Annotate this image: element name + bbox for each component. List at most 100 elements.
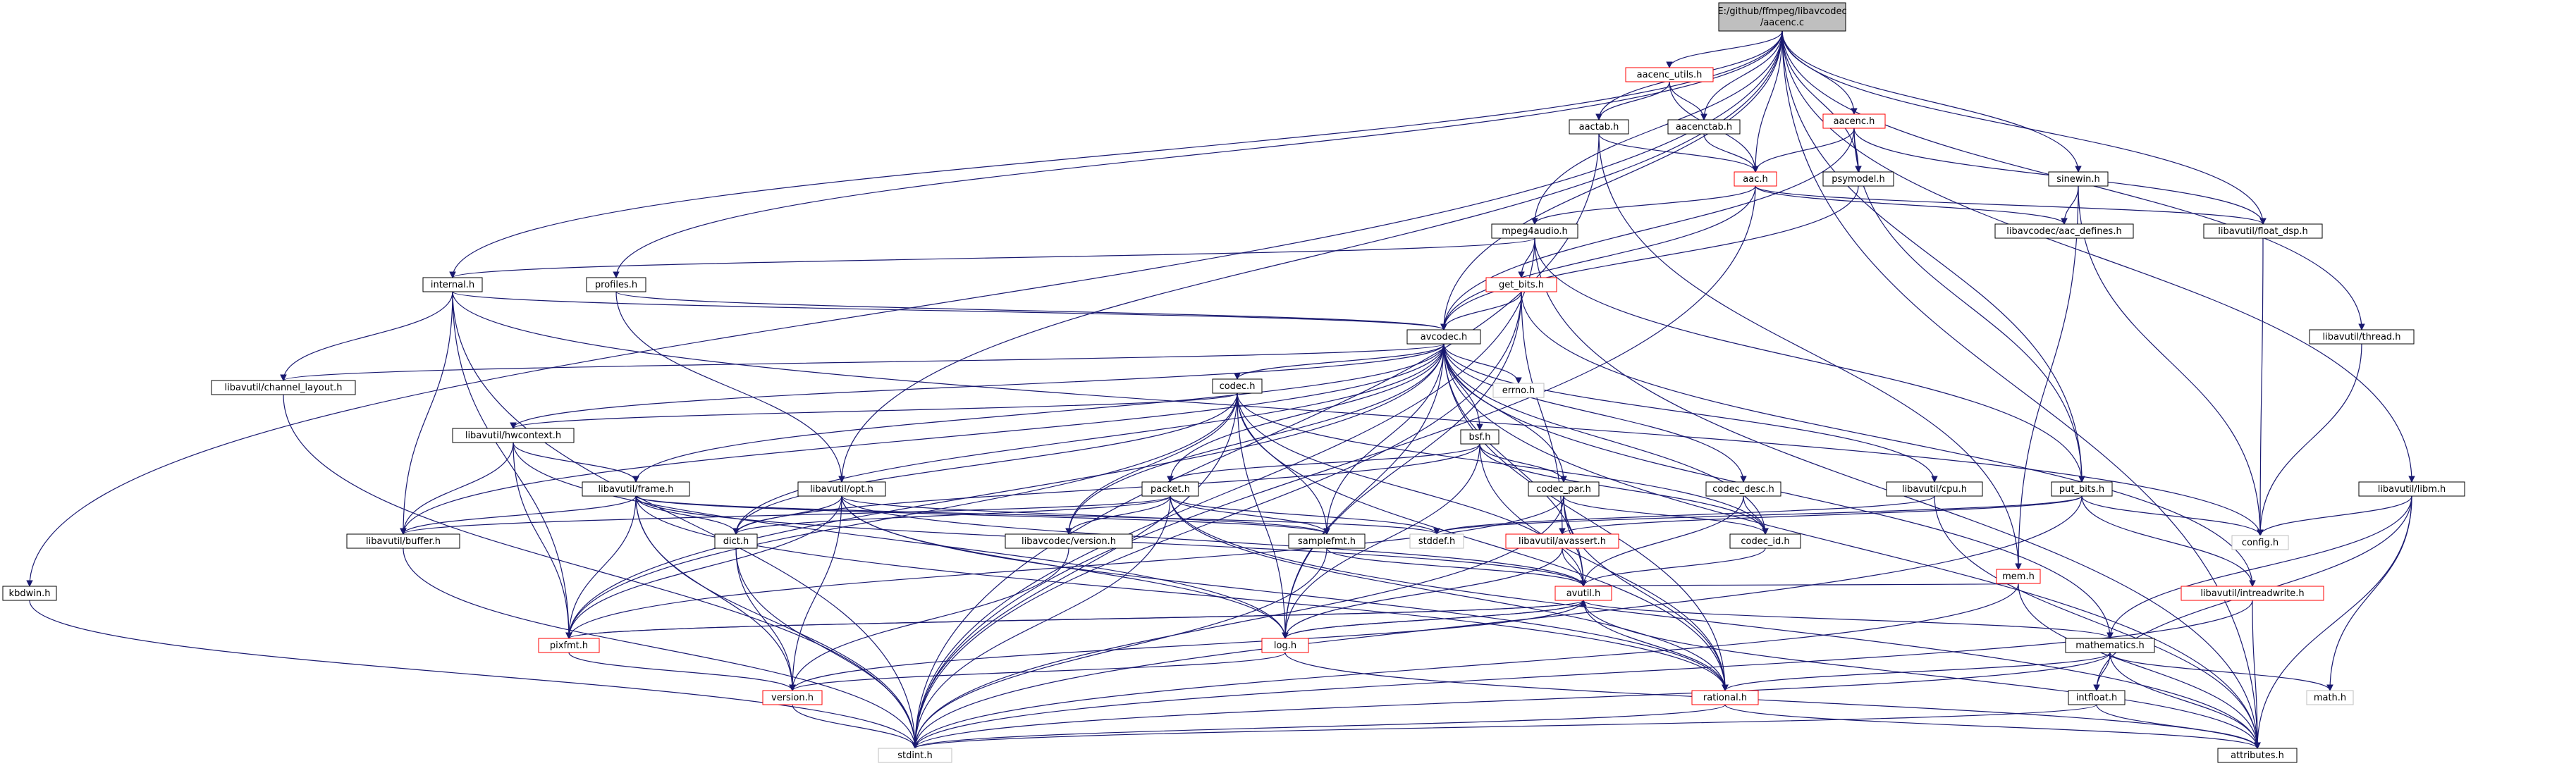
node-box [2217,748,2298,763]
node-codec-par[interactable]: codec_par.h [1528,481,1600,497]
node-errno[interactable]: errno.h [1492,383,1545,398]
node-label: profiles.h [595,280,637,290]
edge-opt-to-rational [841,495,1729,691]
node-samplefmt[interactable]: samplefmt.h [1288,533,1366,549]
node-codec[interactable]: codec.h [1212,378,1263,394]
edge-buffer-to-stdint [403,548,919,749]
node-config[interactable]: config.h [2231,535,2289,550]
node-avassert[interactable]: libavutil/avassert.h [1505,533,1619,549]
node-version[interactable]: version.h [762,690,823,705]
edge-codec-to-rational [1237,392,1729,691]
edge-profiles-to-opt [615,291,845,483]
node-libm[interactable]: libavutil/libm.h [2358,481,2465,497]
node-dict[interactable]: dict.h [714,533,758,549]
node-box [1261,638,1309,653]
edge-packet-to-samplefmt [1170,495,1330,535]
edge-opt-to-samplefmt [841,495,1330,535]
node-stdint[interactable]: stdint.h [878,748,952,763]
node-mem[interactable]: mem.h [1996,569,2041,584]
node-label: libavutil/opt.h [810,484,873,495]
node-hwcontext[interactable]: libavutil/hwcontext.h [452,428,575,443]
edge-hwcontext-to-frame [513,442,639,483]
node-label: bsf.h [1468,432,1490,443]
edge-samplefmt-to-stdint [912,548,1327,749]
edge-codec-to-log [1237,392,1289,639]
node-rational[interactable]: rational.h [1691,690,1759,705]
node-avcodec[interactable]: avcodec.h [1406,329,1481,345]
node-log[interactable]: log.h [1261,638,1309,653]
node-codec-desc[interactable]: codec_desc.h [1705,481,1781,497]
node-sinewin[interactable]: sinewin.h [2048,171,2109,187]
node-label: codec_id.h [1741,536,1789,547]
node-put-bits[interactable]: put_bits.h [2051,481,2113,497]
node-avutil[interactable]: avutil.h [1554,586,1612,601]
edge-rational-to-stdint [912,704,1726,749]
edge-packet-to-dict [732,495,1171,535]
node-mathematics[interactable]: mathematics.h [2065,638,2155,653]
node-attributes[interactable]: attributes.h [2217,748,2298,763]
node-label: mem.h [2002,571,2035,582]
edge-libm-to-mathematics [2106,495,2412,639]
node-intreadwrite[interactable]: libavutil/intreadwrite.h [2181,586,2324,601]
edge-mpeg4audio-to-stdint [912,237,1535,749]
node-aacenc[interactable]: E:/github/ffmpeg/libavcodec/aacenc.c [1717,2,1847,32]
edge-mpeg4audio-to-internal [449,237,1535,278]
node-bsf[interactable]: bsf.h [1460,429,1499,445]
node-aac-defines[interactable]: libavcodec/aac_defines.h [1994,223,2134,239]
edge-libm-to-config [2257,495,2412,536]
edge-aacenc-h-to-put-bits [1853,128,2085,483]
node-aacenc-h[interactable]: aacenc.h [1822,113,1886,129]
node-kbdwin[interactable]: kbdwin.h [2,586,57,601]
node-label: dict.h [723,536,749,547]
node-mpeg4audio[interactable]: mpeg4audio.h [1491,223,1578,239]
node-label: kbdwin.h [9,588,51,599]
node-opt[interactable]: libavutil/opt.h [797,481,886,497]
edge-avcodec-to-errno [1443,343,1522,384]
node-label: rational.h [1703,693,1747,703]
edge-opt-to-pixfmt [565,495,842,639]
edge-put-bits-to-stdint [912,495,2083,749]
edge-avcodec-to-bsf [1443,343,1483,431]
node-buffer[interactable]: libavutil/buffer.h [346,533,460,549]
node-channel-layout[interactable]: libavutil/channel_layout.h [211,380,356,395]
node-aacenctab[interactable]: aacenctab.h [1667,119,1741,135]
node-codec-id[interactable]: codec_id.h [1729,533,1801,549]
node-label: pixfmt.h [550,641,588,651]
edge-avassert-to-log [1282,548,1563,639]
node-label: libavcodec/aac_defines.h [2006,226,2121,237]
node-cpu[interactable]: libavutil/cpu.h [1886,481,1983,497]
node-float-dsp[interactable]: libavutil/float_dsp.h [2203,223,2323,239]
edge-frame-to-stddef [635,495,1440,535]
node-frame[interactable]: libavutil/frame.h [582,481,690,497]
node-lavc-version[interactable]: libavcodec/version.h [1005,533,1133,549]
node-label: avcodec.h [1421,332,1468,342]
node-profiles[interactable]: profiles.h [586,277,646,292]
node-thread[interactable]: libavutil/thread.h [2309,329,2415,345]
node-math[interactable]: math.h [2306,690,2354,705]
node-box [1141,481,1199,497]
node-label: attributes.h [2231,750,2284,761]
edge-opt-to-avutil [841,495,1587,587]
node-aac[interactable]: aac.h [1734,171,1777,187]
edge-frame-to-rational [635,495,1729,691]
node-label: libavutil/libm.h [2378,484,2446,495]
node-box [1734,171,1777,187]
edge-aacenc-to-attributes [1781,30,2261,749]
node-aacenc-utils[interactable]: aacenc_utils.h [1625,67,1714,82]
node-psymodel[interactable]: psymodel.h [1822,171,1894,187]
node-stddef[interactable]: stddef.h [1409,533,1464,549]
node-packet[interactable]: packet.h [1141,481,1199,497]
node-intfloat[interactable]: intfloat.h [2068,690,2126,705]
node-aactab[interactable]: aactab.h [1569,119,1629,135]
edge-mpeg4audio-to-put-bits [1534,237,2085,483]
node-pixfmt[interactable]: pixfmt.h [538,638,600,653]
node-label: libavutil/frame.h [599,484,674,495]
edge-aacenc-to-profiles [613,30,1783,278]
node-label: libavutil/avassert.h [1519,536,1606,547]
node-internal[interactable]: internal.h [422,277,483,292]
edge-aac-to-avcodec [1440,185,1756,330]
edge-aacenc-to-avcodec [1440,30,1783,330]
edge-aacenc-to-float-dsp [1781,30,2267,225]
edge-codec-par-to-rational [1563,495,1729,691]
node-get-bits[interactable]: get_bits.h [1485,277,1557,292]
